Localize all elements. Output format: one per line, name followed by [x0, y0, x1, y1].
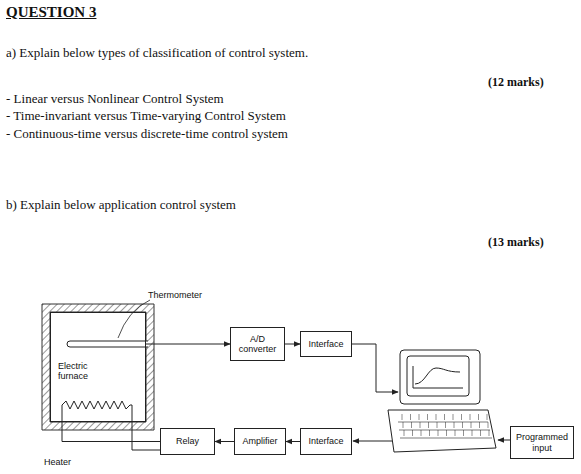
node-text: Programmed input	[515, 432, 569, 453]
marks-note: (13 marks)	[488, 235, 544, 250]
signal-wire	[352, 344, 398, 392]
computer	[388, 350, 496, 452]
part-name: Heater	[44, 457, 71, 467]
bullet-item: - Linear versus Nonlinear Control System	[6, 91, 224, 107]
question-text: b) Explain below application control sys…	[6, 197, 236, 213]
process-box: Amplifier	[234, 428, 286, 455]
heading: QUESTION 3	[6, 4, 96, 21]
node-text: Interface	[308, 436, 343, 446]
node-text: Electric furnace	[58, 361, 106, 382]
heater-coil	[62, 401, 132, 409]
input-arrow	[498, 440, 510, 441]
signal-wire	[353, 441, 392, 442]
process-box: Relay	[160, 428, 215, 455]
connector	[215, 441, 234, 442]
process-box: A/D converter	[230, 327, 285, 361]
bullet-item: - Time-invariant versus Time-varying Con…	[6, 108, 286, 124]
furnace-box: Electric furnace	[50, 312, 146, 422]
marks-note: (12 marks)	[488, 75, 544, 90]
node-text: Interface	[308, 339, 343, 349]
question-text: a) Explain below types of classification…	[6, 45, 308, 61]
process-box: Interface	[300, 331, 352, 357]
connector	[285, 344, 300, 345]
node-text: Relay	[176, 436, 199, 446]
node-text: A/D converter	[235, 334, 280, 355]
bullet-item: - Continuous-time versus discrete-time c…	[6, 126, 288, 142]
node-text: Amplifier	[242, 436, 277, 446]
input-box: Programmed input	[510, 426, 574, 459]
heater-wire	[62, 405, 63, 422]
connector	[62, 422, 160, 442]
process-box: Interface	[300, 428, 352, 455]
furnace-wall	[42, 304, 154, 430]
connector	[286, 441, 300, 442]
heater-wire	[132, 405, 160, 450]
connector	[146, 344, 230, 345]
thermometer-probe	[67, 341, 148, 347]
part-name: Thermometer	[148, 290, 202, 300]
